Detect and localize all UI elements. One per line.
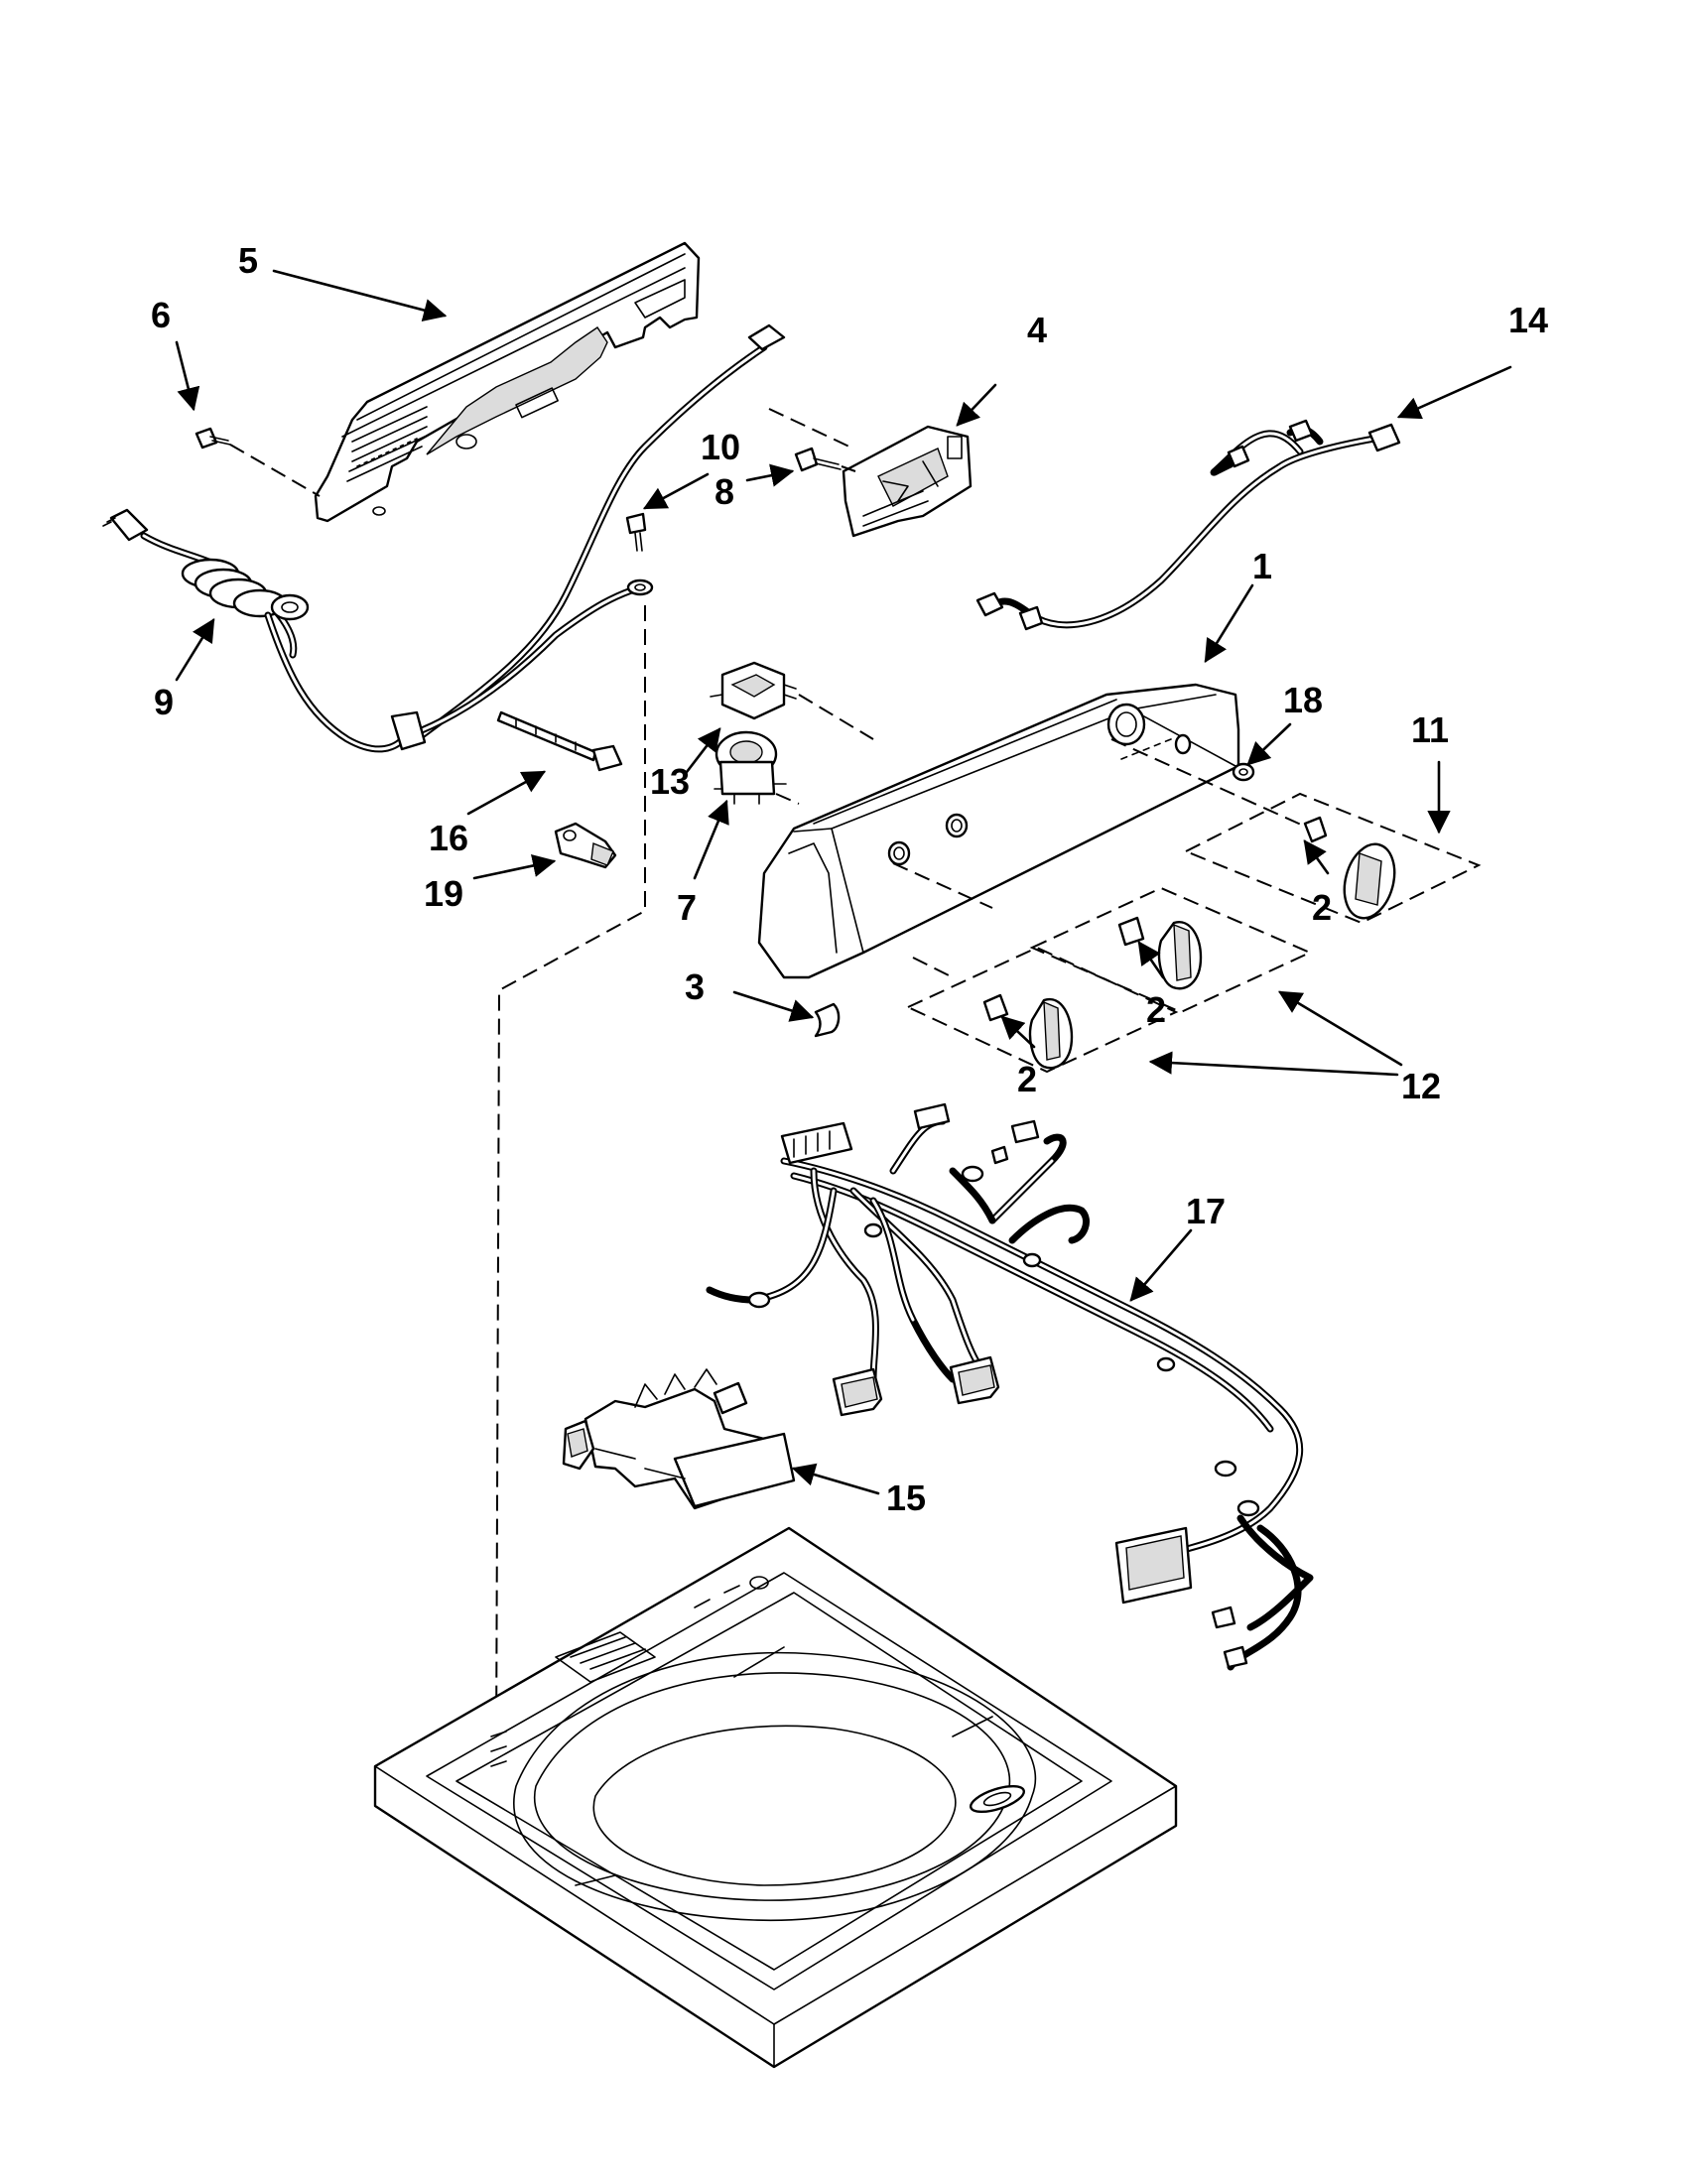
cable-tie-part-16 <box>496 710 623 772</box>
clip-part-3 <box>814 1002 841 1038</box>
callout-labels: 5 6 4 14 10 8 9 1 18 11 13 16 7 19 2 2 2… <box>151 240 1548 1518</box>
knob-middle <box>1157 921 1203 990</box>
callout-2-middle: 2 <box>1146 989 1166 1030</box>
leader-5 <box>272 269 448 321</box>
wire-clip-part-19 <box>554 822 617 869</box>
leader-18 <box>1246 722 1292 766</box>
callout-11: 11 <box>1411 709 1449 750</box>
callout-10: 10 <box>701 427 740 467</box>
leader-17 <box>1129 1228 1193 1302</box>
knob-upper <box>1343 842 1396 920</box>
dispenser-bracket-part-15 <box>562 1368 796 1510</box>
leader-7 <box>693 799 729 880</box>
clip-part-18 <box>1232 762 1255 782</box>
callout-8: 8 <box>714 471 734 512</box>
ground-dashed-line <box>495 605 646 1757</box>
callout-6: 6 <box>151 295 171 335</box>
callout-5: 5 <box>238 240 258 281</box>
screw-part-10 <box>625 512 647 552</box>
leader-19 <box>472 853 557 880</box>
leader-arrows <box>175 269 1512 1495</box>
rear-console-panel <box>314 241 701 523</box>
leader-16 <box>466 770 547 816</box>
leader-12-upper <box>1277 990 1403 1067</box>
harness-connectors <box>747 1102 1260 1669</box>
leader-4 <box>956 383 997 427</box>
callout-15: 15 <box>886 1477 926 1518</box>
leader-14 <box>1396 365 1512 420</box>
leader-10 <box>642 472 710 510</box>
callout-3: 3 <box>685 966 705 1007</box>
pressure-switch-part-7 <box>714 730 800 805</box>
knob-lower <box>1028 997 1074 1070</box>
leader-8 <box>745 463 795 487</box>
callout-2-upper: 2 <box>1312 887 1332 928</box>
callout-14: 14 <box>1508 300 1548 340</box>
leader-12-lower <box>1148 1051 1399 1077</box>
leader-1 <box>1204 583 1254 663</box>
leader-2-lower <box>1000 1015 1036 1049</box>
leader-13 <box>685 727 721 774</box>
control-board-part-4 <box>768 408 973 538</box>
screw-part-6 <box>195 427 321 497</box>
leader-2-upper <box>1303 839 1330 875</box>
leader-9 <box>175 618 215 682</box>
knob-guide-lines <box>892 862 993 978</box>
callout-13: 13 <box>650 761 690 802</box>
control-console-part-1 <box>757 683 1311 979</box>
callout-4: 4 <box>1027 310 1047 350</box>
knob-insert-lower <box>982 993 1009 1022</box>
leader-15 <box>791 1463 880 1495</box>
power-cord-part-9 <box>102 323 786 753</box>
console-knob-holes <box>887 703 1192 866</box>
wire-harness-part-14 <box>975 419 1401 631</box>
callout-7: 7 <box>677 887 697 928</box>
callout-19: 19 <box>424 873 463 914</box>
cord-coil <box>181 558 310 621</box>
lid-switch-part-13 <box>710 661 874 740</box>
knob-group-box-12b <box>905 946 1179 1074</box>
screw-part-8 <box>794 447 856 472</box>
leader-6 <box>175 340 200 412</box>
panel-label-plate <box>555 1631 656 1683</box>
panel-vent-slots <box>346 406 428 482</box>
callout-17: 17 <box>1186 1191 1226 1231</box>
callout-1: 1 <box>1252 546 1272 586</box>
leader-2-middle <box>1137 941 1165 979</box>
knob-insert-middle <box>1117 916 1145 947</box>
washer-top-panel <box>373 1526 1178 2069</box>
callout-12: 12 <box>1401 1066 1441 1106</box>
callout-18: 18 <box>1283 680 1323 720</box>
knob-group-box-11 <box>1183 792 1482 925</box>
leader-3 <box>732 990 815 1022</box>
callout-16: 16 <box>429 818 468 858</box>
wire-harness-part-17 <box>706 1102 1314 1671</box>
callout-9: 9 <box>154 682 174 722</box>
knob-insert-upper <box>1303 816 1328 843</box>
callout-2-lower: 2 <box>1017 1059 1037 1099</box>
